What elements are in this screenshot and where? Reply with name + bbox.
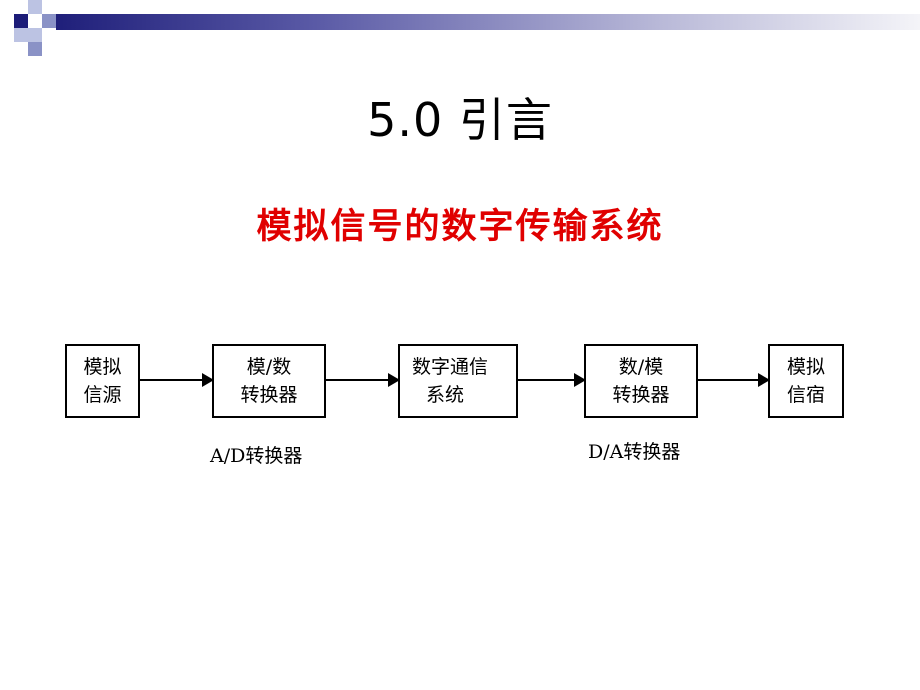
header-square: [42, 14, 56, 28]
block-label-line: 模拟: [786, 356, 825, 378]
arrow-right: [326, 373, 400, 387]
block-label-line: 模/数: [246, 356, 292, 378]
block-digital-comm: 数字通信 系统: [398, 344, 518, 418]
block-label-line: 转换器: [240, 384, 298, 406]
block-analog-source: 模拟 信源: [65, 344, 140, 418]
header-square: [14, 28, 28, 42]
block-label-line: 信宿: [786, 384, 825, 406]
block-da-converter: 数/模 转换器: [584, 344, 698, 418]
block-label-line: 数/模: [618, 356, 664, 378]
block-label-line: 信源: [83, 384, 122, 406]
arrow-right: [518, 373, 586, 387]
arrow-right: [698, 373, 770, 387]
block-label-line: 模拟: [83, 356, 122, 378]
caption-da-converter: D/A转换器: [588, 441, 681, 463]
header-square: [28, 42, 42, 56]
block-label-line: 转换器: [612, 384, 670, 406]
block-label-line: 数字通信: [412, 356, 489, 378]
caption-ad-converter: A/D转换器: [210, 445, 303, 467]
block-analog-sink: 模拟 信宿: [768, 344, 844, 418]
header-gradient-bar: [56, 14, 920, 30]
header-square: [28, 0, 42, 14]
slide-subtitle: 模拟信号的数字传输系统: [256, 207, 664, 247]
header-square: [14, 14, 28, 28]
header-square: [28, 28, 42, 42]
block-ad-converter: 模/数 转换器: [212, 344, 326, 418]
slide-title: 5.0 引言: [367, 93, 553, 147]
block-label-line: 系统: [426, 384, 465, 406]
arrow-right: [140, 373, 214, 387]
